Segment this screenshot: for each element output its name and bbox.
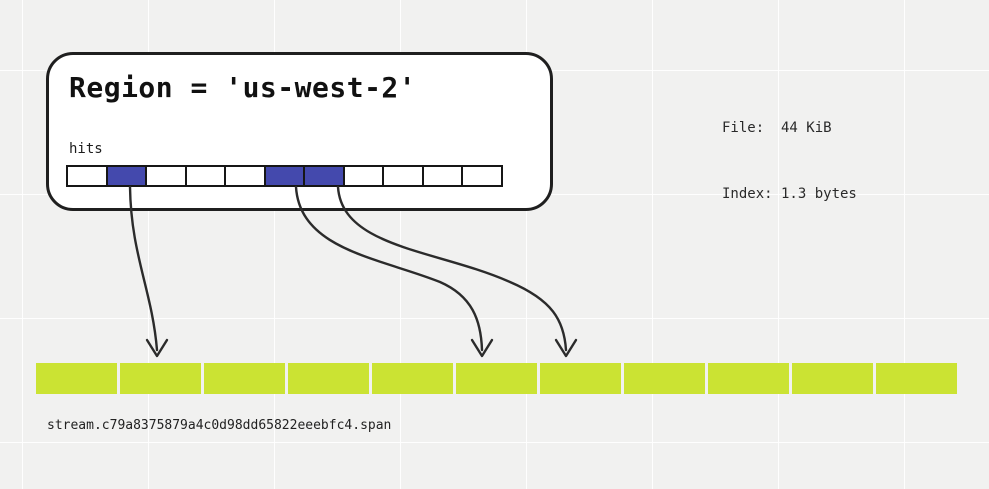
hits-cell-0-empty[interactable]	[66, 165, 108, 187]
hits-cell-1-filled[interactable]	[105, 165, 148, 187]
hits-cell-7-empty[interactable]	[342, 165, 385, 187]
hits-cell-6-filled[interactable]	[303, 165, 345, 187]
connector-arrow-3	[336, 185, 568, 352]
connector-arrowhead-1	[145, 338, 169, 358]
connector-arrowhead-3	[554, 338, 578, 358]
card-title: Region = 'us-west-2'	[69, 71, 417, 104]
connector-arrow-2	[294, 185, 484, 352]
hits-cell-2-empty[interactable]	[145, 165, 187, 187]
hits-cell-row	[66, 165, 503, 187]
connector-arrow-1	[128, 185, 159, 352]
span-block-8	[708, 363, 789, 394]
span-block-9	[792, 363, 873, 394]
hits-cell-10-empty[interactable]	[461, 165, 503, 187]
stats-index-line: Index: 1.3 bytes	[722, 186, 857, 202]
span-block-3	[288, 363, 369, 394]
span-block-4	[372, 363, 453, 394]
hits-cell-4-empty[interactable]	[224, 165, 266, 187]
span-block-1	[120, 363, 201, 394]
span-block-10	[876, 363, 957, 394]
stats-file-line: File: 44 KiB	[722, 120, 832, 136]
card-series-label: hits	[69, 141, 103, 157]
hits-cell-5-filled[interactable]	[263, 165, 306, 187]
span-block-row	[36, 363, 957, 394]
filter-card: Region = 'us-west-2' hits	[46, 52, 553, 211]
span-block-7	[624, 363, 705, 394]
span-block-6	[540, 363, 621, 394]
span-block-2	[204, 363, 285, 394]
connector-arrowhead-2	[470, 338, 494, 358]
hits-cell-9-empty[interactable]	[421, 165, 464, 187]
hits-cell-3-empty[interactable]	[184, 165, 227, 187]
span-block-5	[456, 363, 537, 394]
span-file-label: stream.c79a8375879a4c0d98dd65822eeebfc4.…	[47, 418, 392, 433]
stats-panel: File: 44 KiB Index: 1.3 bytes	[722, 73, 857, 249]
hits-cell-8-empty[interactable]	[382, 165, 424, 187]
span-block-0	[36, 363, 117, 394]
